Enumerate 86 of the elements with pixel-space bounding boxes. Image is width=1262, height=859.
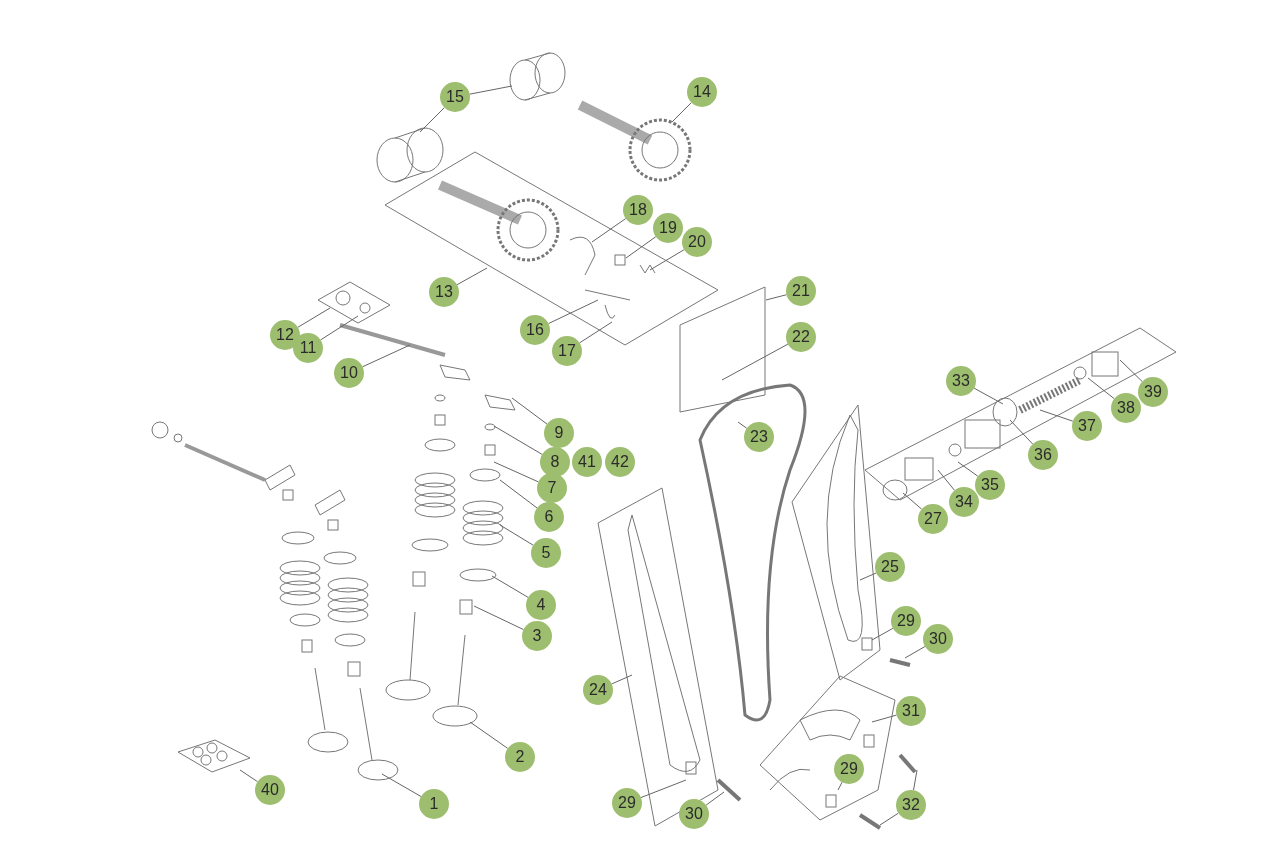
callout-number: 37	[1072, 411, 1102, 441]
leader-line	[737, 421, 748, 429]
callout-number: 31	[896, 696, 926, 726]
leader-line	[579, 321, 613, 344]
leader-line	[913, 769, 918, 791]
callout-number: 34	[949, 487, 979, 517]
callout-number: 33	[946, 366, 976, 396]
callout-number: 16	[520, 315, 550, 345]
callout-number: 35	[975, 470, 1005, 500]
callout-number: 13	[429, 277, 459, 307]
leader-line	[705, 791, 725, 806]
leader-line	[456, 267, 488, 286]
leader-line	[548, 299, 599, 325]
leader-line	[491, 575, 529, 598]
leader-line	[871, 714, 898, 723]
leader-line	[879, 812, 899, 826]
leader-line	[493, 461, 539, 483]
callout-number: 12	[270, 320, 300, 350]
callout-number: 8	[540, 447, 570, 477]
leader-line	[973, 387, 1004, 405]
leader-line	[859, 572, 877, 581]
callout-number: 14	[687, 77, 717, 107]
leader-line	[297, 307, 331, 328]
leader-line	[1039, 409, 1074, 422]
callout-number: 40	[255, 775, 285, 805]
callout-number: 41	[572, 447, 602, 477]
leader-line	[957, 461, 979, 477]
callout-number: 22	[786, 322, 816, 352]
callout-number: 6	[534, 502, 564, 532]
callout-number: 32	[896, 790, 926, 820]
leader-line	[511, 397, 548, 425]
callout-number: 20	[682, 227, 712, 257]
leader-line	[469, 721, 509, 749]
callout-number: 39	[1138, 377, 1168, 407]
callout-number: 1	[419, 789, 449, 819]
callout-number: 29	[834, 754, 864, 784]
leader-line	[1087, 377, 1115, 400]
leader-line	[721, 343, 789, 381]
callout-number: 2	[505, 742, 535, 772]
callout-number: 9	[544, 418, 574, 448]
callout-number: 25	[875, 552, 905, 582]
leader-line	[902, 492, 923, 510]
callout-number: 30	[923, 624, 953, 654]
callout-number: 10	[334, 358, 364, 388]
leader-line	[1119, 359, 1143, 383]
leader-line	[649, 249, 685, 271]
callout-number: 36	[1028, 440, 1058, 470]
leader-line	[640, 779, 687, 799]
callout-number: 21	[786, 276, 816, 306]
leader-line	[625, 236, 657, 259]
leader-line	[765, 294, 787, 301]
leader-line	[937, 469, 956, 491]
leader-line	[381, 773, 422, 797]
callout-number: 19	[653, 213, 683, 243]
leader-line	[499, 479, 538, 509]
leader-line	[611, 674, 633, 685]
callout-number: 42	[605, 447, 635, 477]
callout-number: 17	[552, 336, 582, 366]
callout-number: 11	[293, 333, 323, 363]
leader-line	[904, 646, 926, 659]
callout-number: 18	[623, 195, 653, 225]
leader-line	[473, 605, 524, 631]
leader-line	[1009, 419, 1034, 445]
callout-number: 7	[537, 473, 567, 503]
callout-number: 29	[612, 788, 642, 818]
leader-line	[499, 524, 534, 546]
leader-line	[362, 344, 411, 368]
leader-line	[493, 425, 543, 455]
callout-number: 29	[891, 606, 921, 636]
callout-number: 3	[522, 621, 552, 651]
callout-number: 30	[679, 799, 709, 829]
callout-number: 23	[744, 422, 774, 452]
callout-number: 15	[440, 82, 470, 112]
leader-line	[320, 315, 359, 341]
leader-line	[239, 769, 258, 783]
leader-line	[591, 218, 627, 243]
leader-line	[469, 85, 513, 95]
leader-line	[671, 102, 692, 123]
callout-number: 38	[1111, 393, 1141, 423]
callout-number: 5	[531, 538, 561, 568]
callout-number: 24	[583, 675, 613, 705]
leader-line	[419, 107, 445, 133]
callout-number: 27	[918, 504, 948, 534]
leader-line	[837, 781, 843, 791]
leader-line	[871, 627, 894, 641]
callout-number: 4	[526, 590, 556, 620]
